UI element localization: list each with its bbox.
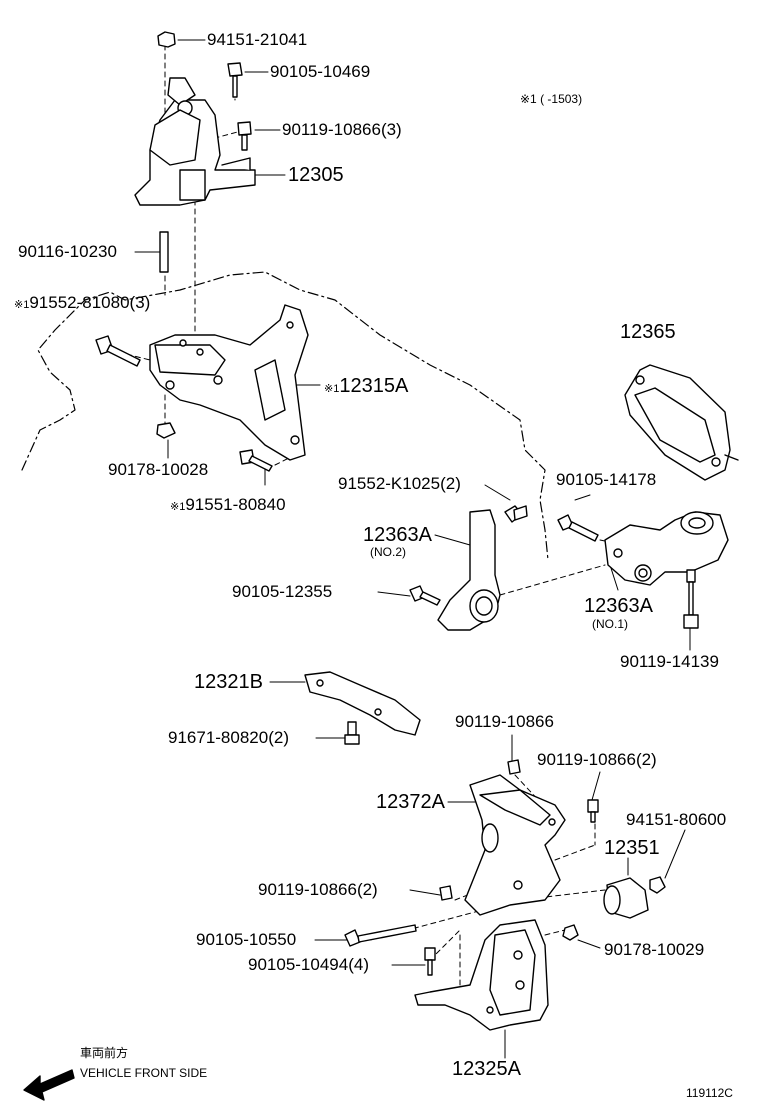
part-label: 90119-10866(2) bbox=[258, 880, 378, 899]
part-label: 12365 bbox=[620, 321, 676, 343]
part-label: 90105-10469 bbox=[270, 62, 371, 81]
part-label: 91552-K1025(2) bbox=[338, 474, 461, 493]
bolt-90105-10469 bbox=[227, 62, 243, 98]
bolt-90119-14139 bbox=[683, 569, 699, 629]
part-label: 90178-10029 bbox=[604, 940, 705, 959]
part-sublabel: (NO.1) bbox=[592, 617, 628, 631]
part-sublabel: (NO.2) bbox=[370, 545, 406, 559]
plate-12321B bbox=[304, 671, 421, 736]
note-label: ※1 ( -1503) bbox=[520, 92, 583, 106]
part-label: ※191552-81080(3) bbox=[14, 293, 151, 312]
bolt-90105-14178 bbox=[557, 514, 599, 542]
part-label: 90119-10866(2) bbox=[537, 750, 657, 769]
mount-12363A-no2 bbox=[437, 509, 501, 631]
bracket-12325A bbox=[414, 919, 549, 1031]
engine-outline bbox=[21, 271, 549, 561]
part-label: 90105-10550 bbox=[196, 930, 297, 949]
nut-94151-21041 bbox=[157, 31, 176, 48]
bolt-91551-80840 bbox=[239, 449, 273, 472]
part-label: 94151-80600 bbox=[626, 810, 727, 829]
part-label: 12372A bbox=[376, 791, 445, 813]
part-label: 90119-14139 bbox=[620, 652, 719, 671]
part-label: 12363A bbox=[584, 595, 653, 617]
part-label: ※191551-80840 bbox=[170, 495, 286, 514]
part-label: 90119-10866 bbox=[455, 712, 554, 731]
front-label-jp: 車両前方 bbox=[80, 1046, 129, 1060]
bracket-12315A bbox=[149, 304, 309, 461]
part-label: 90105-10494(4) bbox=[248, 955, 369, 974]
nut-90178-10029 bbox=[562, 924, 579, 941]
part-label: 12321B bbox=[194, 671, 263, 693]
bolt-90119-10866-left bbox=[439, 885, 453, 901]
part-label: 90105-14178 bbox=[556, 470, 657, 489]
mount-12305 bbox=[134, 77, 256, 206]
part-label: 90105-12355 bbox=[232, 582, 333, 601]
bracket-12372A bbox=[464, 774, 566, 916]
bolt-91552-81080 bbox=[95, 335, 141, 367]
part-label: 12363A bbox=[363, 524, 432, 546]
bolt-91671-80820 bbox=[344, 721, 360, 745]
bolt-91552-K1025 bbox=[504, 505, 528, 523]
bolt-90105-10494 bbox=[424, 947, 436, 976]
part-label: ※112315A bbox=[324, 375, 409, 397]
mount-12363A-no1 bbox=[604, 511, 729, 586]
leader-lines bbox=[134, 39, 691, 1059]
part-label: 12325A bbox=[452, 1058, 521, 1080]
cover-12365 bbox=[624, 364, 739, 481]
bushing-12351 bbox=[603, 877, 649, 919]
part-label: 90119-10866(3) bbox=[282, 120, 402, 139]
bolt-90119-10866-top bbox=[237, 121, 252, 151]
diagram-code: 119112C bbox=[686, 1086, 733, 1100]
bolt-90105-10550 bbox=[344, 924, 417, 947]
bolt-90119-10866-mid bbox=[507, 759, 521, 775]
part-label: 90178-10028 bbox=[108, 460, 209, 479]
part-label: 91671-80820(2) bbox=[168, 728, 289, 747]
front-label: VEHICLE FRONT SIDE bbox=[80, 1066, 208, 1080]
part-label: 12305 bbox=[288, 164, 344, 186]
nut-90178-10028 bbox=[156, 422, 176, 439]
arrow-left-icon bbox=[23, 1069, 75, 1101]
bolt-90119-10866-right bbox=[587, 799, 599, 823]
nut-94151-80600 bbox=[649, 876, 666, 894]
bolt-90105-12355 bbox=[409, 585, 441, 606]
stud-90116-10230 bbox=[159, 231, 169, 273]
part-label: 90116-10230 bbox=[18, 242, 117, 261]
part-label: 94151-21041 bbox=[207, 30, 308, 49]
part-label: 12351 bbox=[604, 837, 660, 859]
